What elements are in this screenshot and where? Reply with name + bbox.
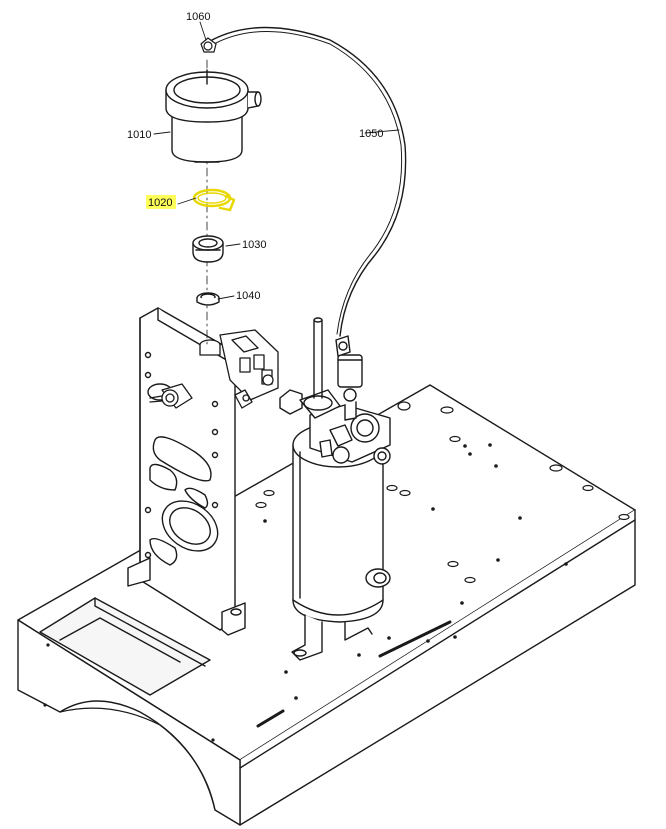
callout-1020: 1020 xyxy=(148,197,172,209)
callout-labels: 1060 1010 1050 1020 1030 1040 xyxy=(127,11,383,302)
filter-housing-1010 xyxy=(165,69,262,163)
mounting-bracket xyxy=(127,307,246,636)
threaded-nut-1030 xyxy=(192,235,224,263)
callout-1020-highlight xyxy=(146,195,176,209)
o-ring-1040 xyxy=(196,292,220,306)
regulator-block xyxy=(199,329,279,409)
callout-1050: 1050 xyxy=(359,128,383,140)
elbow-fitting-1060 xyxy=(200,37,217,53)
cylindrical-tank xyxy=(279,317,391,661)
hose-1050 xyxy=(211,26,407,337)
callout-1040: 1040 xyxy=(236,290,260,302)
callout-1010: 1010 xyxy=(127,129,151,141)
callout-1060: 1060 xyxy=(186,11,210,23)
callout-1030: 1030 xyxy=(242,239,266,251)
hose-clamp-1020 xyxy=(192,188,236,212)
callout-leaders xyxy=(153,21,400,300)
bracket-fitting xyxy=(149,383,193,409)
